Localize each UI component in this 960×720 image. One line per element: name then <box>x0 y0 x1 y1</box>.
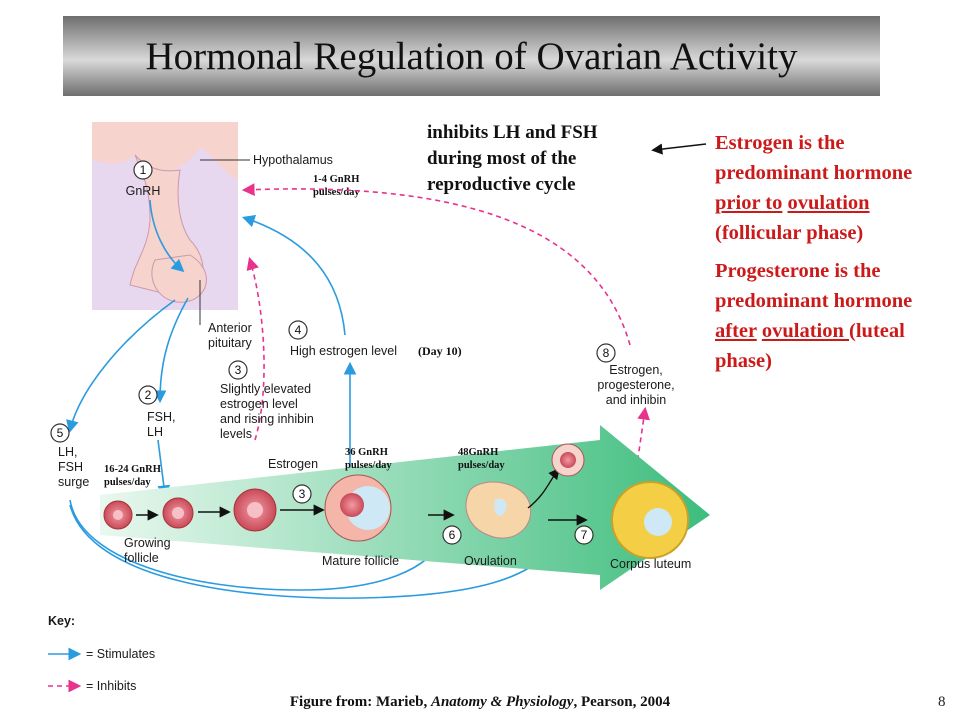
step-7-circle <box>574 525 594 545</box>
hypothalamus-label: Hypothalamus <box>253 153 333 167</box>
day10-label: (Day 10) <box>418 344 462 358</box>
pulses-16-24-a: 16-24 GnRH <box>104 464 161 475</box>
side-notes: Estrogen is the predominant hormone prio… <box>715 128 955 384</box>
growing-label-2: follicle <box>124 551 159 565</box>
caption-book-title: Anatomy & Physiology <box>430 694 574 710</box>
estrogen-note-ovulation: ovulation <box>787 192 870 214</box>
step-4-circle <box>288 320 308 340</box>
progesterone-note-after: after <box>715 320 757 342</box>
lh-label: LH <box>147 425 163 439</box>
fsh-lh-to-follicle <box>157 439 171 499</box>
step-4-number: 4 <box>295 323 302 337</box>
anterior-label-1: Anterior <box>208 321 252 335</box>
progesterone-note-pre: Progesterone is the predominant hormone <box>715 260 913 312</box>
luteal-inhibit-arrow <box>241 183 631 346</box>
high-estrogen-label: High estrogen level <box>290 344 397 358</box>
released-oocyte-core <box>560 452 576 468</box>
pulses-16-24-b: pulses/day <box>104 477 151 488</box>
estrogen-label: Estrogen <box>268 457 318 471</box>
slight-estrogen-inhibit <box>246 256 265 441</box>
released-oocyte-arrow <box>527 467 560 509</box>
estrogen-note: Estrogen is the predominant hormone prio… <box>715 128 955 248</box>
surge-to-corpus <box>69 504 562 599</box>
ovulation-label: Ovulation <box>464 554 517 568</box>
key-inhibits-label: = Inhibits <box>86 679 136 693</box>
slightly-label-2: estrogen level <box>220 397 298 411</box>
slightly-label-1: Slightly elevated <box>220 382 311 396</box>
step-2-circle <box>138 385 158 405</box>
pulses-36-a: 36 GnRH <box>345 447 388 458</box>
high-estrogen-arrow <box>241 215 346 336</box>
pulses-36-b: pulses/day <box>345 460 392 471</box>
estrogen-note-post: (follicular phase) <box>715 222 864 244</box>
surge-label-2: FSH <box>58 460 83 474</box>
surge-label-1: LH, <box>58 445 77 459</box>
anterior-label-2: pituitary <box>208 336 253 350</box>
corpus-luteum-center <box>644 508 672 536</box>
mature-label: Mature follicle <box>322 554 399 568</box>
step-8-circle <box>596 343 616 363</box>
step-6-number: 6 <box>449 528 456 542</box>
step-3b-circle <box>292 484 312 504</box>
surge-arrow <box>66 299 176 434</box>
title-bar: Hormonal Regulation of Ovarian Activity <box>63 16 880 96</box>
caption-post: , Pearson, 2004 <box>573 694 671 710</box>
gnrh-arrow <box>149 199 185 273</box>
growing-label-1: Growing <box>124 536 171 550</box>
caption-pre: Figure from: Marieb, <box>289 694 431 710</box>
slightly-label-4: levels <box>220 427 252 441</box>
ovarian-regulation-diagram: Hypothalamus 1 GnRH Anterior pituitary 2… <box>40 110 720 700</box>
e8-label-2: progesterone, <box>597 378 674 392</box>
step-3a-number: 3 <box>235 363 242 377</box>
step-7-number: 7 <box>581 528 588 542</box>
follicle-3-oocyte <box>247 502 263 518</box>
slide-title: Hormonal Regulation of Ovarian Activity <box>145 34 798 78</box>
estrogen-note-pre: Estrogen is the predominant hormone <box>715 132 913 184</box>
slide-number: 8 <box>938 694 946 710</box>
fsh-lh-arrow <box>153 297 189 404</box>
e8-label-3: and inhibin <box>606 393 667 407</box>
diagram-svg: Hypothalamus 1 GnRH Anterior pituitary 2… <box>48 122 710 693</box>
gnrh-label: GnRH <box>126 184 161 198</box>
follicle-1-oocyte <box>113 510 123 520</box>
step-3b-number: 3 <box>299 487 306 501</box>
step-3a-circle <box>228 360 248 380</box>
fsh-label: FSH, <box>147 410 175 424</box>
step-5-circle <box>50 423 70 443</box>
step-6-circle <box>442 525 462 545</box>
pulses-1-4-b: pulses/day <box>313 187 360 198</box>
e8-label-1: Estrogen, <box>609 363 663 377</box>
pulses-48-a: 48GnRH <box>458 447 498 458</box>
progesterone-note-post: (luteal phase) <box>715 320 905 372</box>
step-5-number: 5 <box>57 426 64 440</box>
step-2-number: 2 <box>145 388 152 402</box>
progesterone-note: Progesterone is the predominant hormone … <box>715 256 955 376</box>
key-title: Key: <box>48 614 75 628</box>
step-8-number: 8 <box>603 346 610 360</box>
mature-follicle-oocyte <box>340 493 364 517</box>
surge-label-3: surge <box>58 475 89 489</box>
step-1-circle <box>133 160 153 180</box>
pulses-1-4-a: 1-4 GnRH <box>313 174 359 185</box>
slightly-label-3: and rising inhibin <box>220 412 314 426</box>
corpus-label: Corpus luteum <box>610 557 691 571</box>
progesterone-note-ovulation: ovulation <box>761 320 850 342</box>
follicle-2-oocyte <box>172 507 184 519</box>
step-1-number: 1 <box>140 163 147 177</box>
inhibit-note: inhibits LH and FSH during most of the r… <box>427 122 598 195</box>
note-pointer-arrow <box>651 143 707 155</box>
hypothalamus-tissue <box>92 122 238 180</box>
key-stimulates-label: = Stimulates <box>86 647 155 661</box>
pulses-48-b: pulses/day <box>458 460 505 471</box>
surge-to-ovulation <box>69 499 448 591</box>
ovulation-cavity <box>494 498 507 516</box>
figure-caption: Figure from: Marieb, Anatomy & Physiolog… <box>0 694 960 711</box>
estrogen-note-prior: prior to <box>715 192 783 214</box>
